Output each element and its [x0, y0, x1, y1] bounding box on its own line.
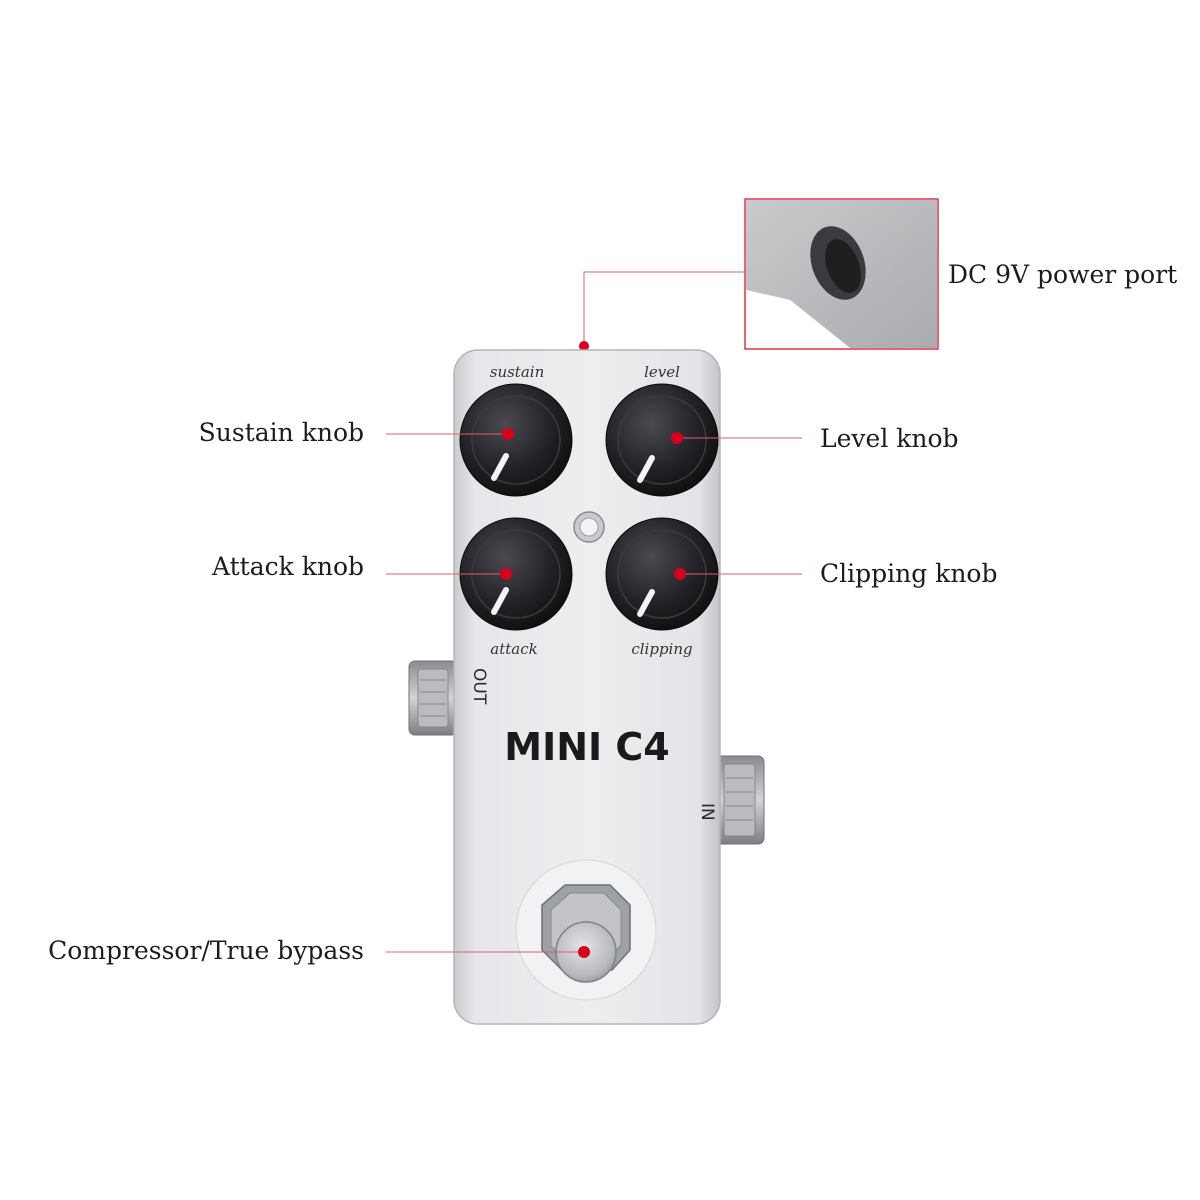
callout-leaders: [386, 428, 802, 958]
attack-knob-label: attack: [490, 640, 537, 658]
out-jack-label: OUT: [469, 668, 489, 705]
sustain-knob[interactable]: [459, 383, 573, 497]
output-jack: [408, 660, 458, 736]
sustain-knob-callout: Sustain knob: [198, 418, 364, 447]
sustain-knob-label: sustain: [490, 363, 545, 381]
input-jack: [713, 755, 765, 845]
power-port-leader: [579, 271, 745, 351]
attack-knob-callout: Attack knob: [211, 552, 364, 581]
footswitch[interactable]: [515, 859, 657, 1001]
level-knob-callout: Level knob: [820, 424, 959, 453]
level-knob[interactable]: [605, 383, 719, 497]
power-port-callout: DC 9V power port: [948, 260, 1178, 289]
clipping-knob-label: clipping: [631, 640, 692, 658]
bypass-switch-callout: Compressor/True bypass: [48, 936, 364, 965]
status-led: [573, 511, 605, 543]
clipping-knob-callout: Clipping knob: [820, 559, 998, 588]
attack-knob[interactable]: [459, 517, 573, 631]
brand-name: MINI C4: [504, 725, 669, 769]
power-port-inset: [744, 198, 939, 350]
level-knob-label: level: [644, 363, 680, 381]
in-jack-label: IN: [697, 803, 717, 821]
